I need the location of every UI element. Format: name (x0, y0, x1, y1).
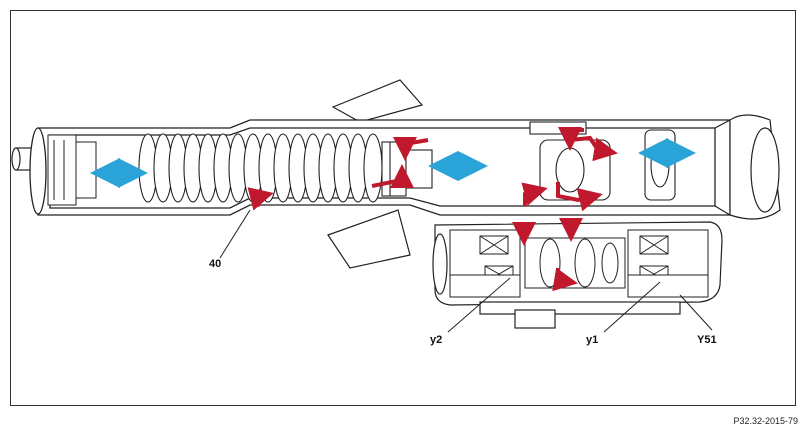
rod-guide (47, 134, 97, 206)
mounting-bracket (327, 79, 424, 269)
coil-spring (138, 133, 383, 203)
oil-flow-arrows (247, 127, 618, 292)
reference-code: P32.32-2015-79 (733, 416, 798, 426)
solenoid-y2 (449, 229, 521, 298)
callout-y2: y2 (430, 334, 443, 346)
callout-y51: Y51 (697, 334, 717, 346)
solenoid-y1 (627, 229, 709, 298)
callout-40: 40 (209, 258, 222, 270)
callout-y1: y1 (586, 334, 599, 346)
leader-lines (219, 209, 713, 333)
shock-absorber-cutaway-drawing (11, 79, 781, 333)
end-cap (714, 114, 781, 220)
valve-spool (524, 237, 626, 289)
